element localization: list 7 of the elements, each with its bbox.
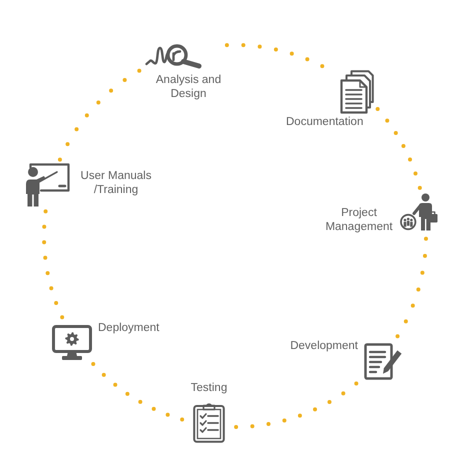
stage-label: Project Management (324, 207, 394, 234)
stage-label: Development (289, 340, 358, 354)
stage-label: Analysis and Design (154, 74, 222, 101)
stage-label: Deployment (98, 322, 160, 336)
stage-label: Testing (190, 382, 228, 396)
stage-label: Documentation (286, 116, 364, 130)
stage-label: User Manuals /Training (80, 170, 152, 197)
